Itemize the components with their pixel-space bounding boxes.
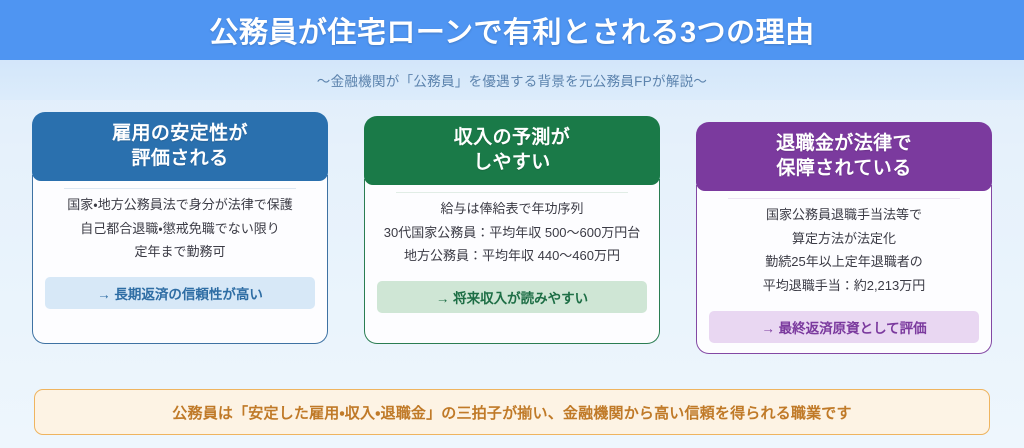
card-body-income-predictability: 給与は俸給表で年功序列 30代国家公務員：平均年収 500〜600万円台 地方公… [364,179,660,344]
card-fact: 勤続25年以上定年退職者の [765,254,923,270]
card-divider [727,198,961,200]
card-header-retirement-allowance: 退職金が法律で 保障されている [696,122,992,192]
header-bar: 公務員が住宅ローンで有利とされる3つの理由 [0,0,1024,60]
card-fact: 自己都合退職・懲戒免職でない限り [80,220,280,236]
card-heading-line2: 保障されている [776,158,912,180]
reason-cards-row: 雇用の安定性が 評価される 国家・地方公務員法で身分が法律で保護 自己都合退職・… [32,112,992,354]
card-fact: 平均退職手当：約2,213万円 [762,278,926,294]
card-fact: 定年まで勤務可 [134,244,226,260]
card-fact: 30代国家公務員：平均年収 500〜600万円台 [383,224,641,240]
card-heading-line2: しやすい [473,152,551,174]
reason-card-employment-stability: 雇用の安定性が 評価される 国家・地方公務員法で身分が法律で保護 自己都合退職・… [32,112,328,344]
page-subtitle: ～金融機関が「公務員」を優遇する背景を元公務員FPが解説～ [316,74,708,89]
card-header-income-predictability: 収入の予測が しやすい [364,116,660,186]
reason-card-income-predictability: 収入の予測が しやすい 給与は俸給表で年功序列 30代国家公務員：平均年収 50… [364,116,660,344]
card-body-employment-stability: 国家・地方公務員法で身分が法律で保護 自己都合退職・懲戒免職でない限り 定年まで… [32,175,328,344]
card-heading-line1: 退職金が法律で [776,133,912,154]
card-heading-line2: 評価される [131,148,229,170]
card-heading-line1: 収入の予測が [453,127,571,148]
card-fact: 国家・地方公務員法で身分が法律で保護 [67,197,293,213]
card-fact: 国家公務員退職手当法等で [765,207,922,223]
card-fact: 地方公務員：平均年収 440〜460万円 [404,248,620,264]
card-conclusion-pill: → 将来収入が読みやすい [377,281,647,314]
card-conclusion-pill: → 長期返済の信頼性が高い [45,277,315,310]
card-body-retirement-allowance: 国家公務員退職手当法等で 算定方法が法定化 勤続25年以上定年退職者の 平均退職… [696,185,992,354]
summary-banner-text: 公務員は「安定した雇用・収入・退職金」の三拍子が揃い、金融機関から高い信頼を得ら… [172,404,852,422]
summary-banner: 公務員は「安定した雇用・収入・退職金」の三拍子が揃い、金融機関から高い信頼を得ら… [34,389,990,435]
card-fact: 給与は俸給表で年功序列 [440,201,584,217]
card-divider [63,188,297,190]
card-fact: 算定方法が法定化 [791,230,896,246]
card-heading-line1: 雇用の安定性が [112,123,248,144]
subtitle-band: ～金融機関が「公務員」を優遇する背景を元公務員FPが解説～ [0,60,1024,100]
page-title: 公務員が住宅ローンで有利とされる3つの理由 [209,17,815,49]
card-divider [395,192,629,194]
reason-card-retirement-allowance: 退職金が法律で 保障されている 国家公務員退職手当法等で 算定方法が法定化 勤続… [696,122,992,354]
card-conclusion-pill: → 最終返済原資として評価 [709,310,979,343]
card-header-employment-stability: 雇用の安定性が 評価される [32,112,328,182]
